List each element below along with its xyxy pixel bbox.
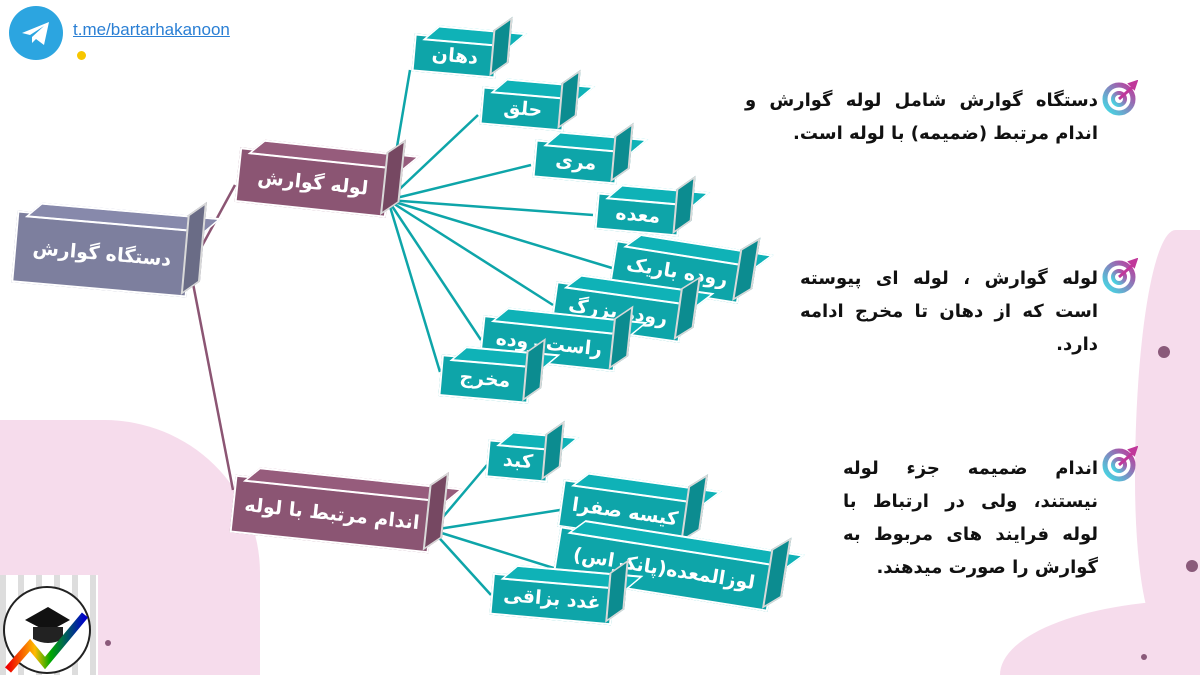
node-anus: مخرج [438,354,532,404]
telegram-link[interactable]: t.me/bartarhakanoon [73,20,230,39]
branch-label: لوله گوارش [256,165,370,200]
root-label: دستگاه گوارش [31,236,173,272]
note-3: اندام ضمیمه جزء لوله نیستند، ولی در ارتب… [843,458,1098,578]
note-2: لوله گوارش ، لوله ای پیوسته است که از ده… [800,268,1098,355]
decor-dot [1186,560,1198,572]
target-icon [1102,446,1138,482]
node-label: مخرج [458,365,512,393]
decor-dot [1141,654,1147,660]
node-pharynx: حلق [479,86,567,132]
note-1: دستگاه گوارش شامل لوله گوارش و اندام مرت… [745,90,1098,144]
target-icon [1102,258,1138,294]
node-stomach: معده [594,192,682,237]
node-label: کبد [502,448,534,474]
decor-dot [77,51,86,60]
node-label: مری [554,149,598,175]
branch-label: اندام مرتبط با لوله [243,493,421,535]
logo [0,575,98,675]
node-esophagus: مری [532,139,620,185]
decor-dot [105,640,111,646]
node-liver: کبد [485,439,551,483]
node-label: معده [614,201,662,228]
telegram-icon[interactable] [9,6,63,60]
node-mouth: دهان [411,33,499,79]
node-label: دهان [430,43,480,69]
node-label: حلق [502,96,544,122]
target-icon [1102,80,1138,116]
root-node: دستگاه گوارش [11,210,193,298]
decor-dot [1158,346,1170,358]
node-label: غدد بزاقی [502,583,602,615]
